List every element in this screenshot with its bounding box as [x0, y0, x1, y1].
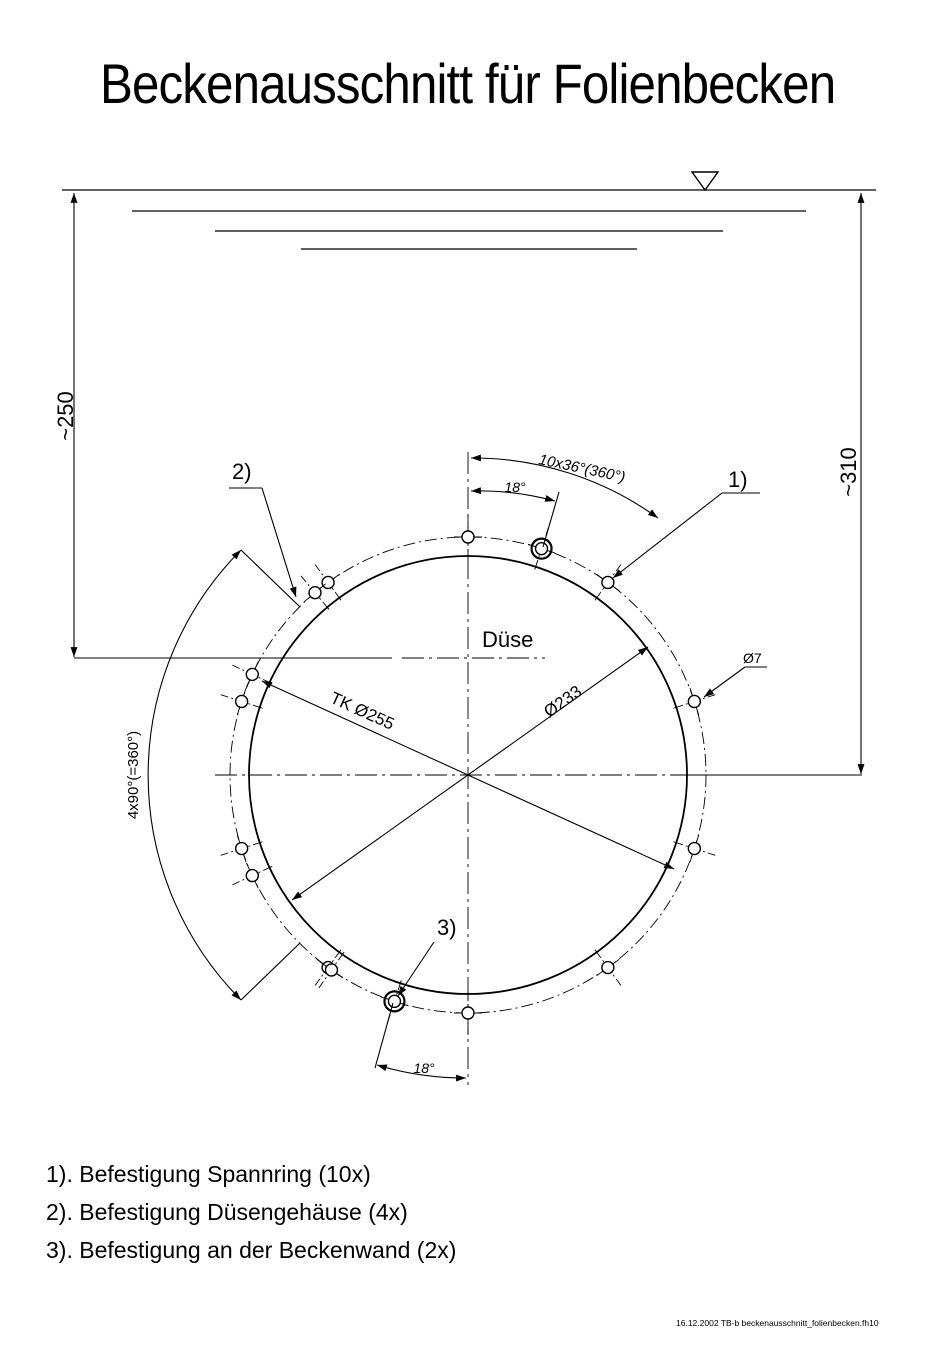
legend-item-1: 1). Befestigung Spannring (10x)	[46, 1155, 456, 1193]
spannring-hole-3	[673, 688, 715, 715]
callout-2-label: 2)	[232, 459, 252, 484]
spannring-hole-4	[673, 835, 715, 862]
water-surface	[62, 190, 876, 249]
legend: 1). Befestigung Spannring (10x) 2). Befe…	[46, 1155, 456, 1269]
callout-1-label: 1)	[728, 467, 748, 492]
dimension-250	[74, 193, 392, 658]
hole-diameter-label: Ø7	[743, 650, 762, 666]
center-lines	[215, 452, 720, 1085]
spannring-hole-2	[595, 565, 621, 601]
spannring-hole-6	[454, 991, 482, 1035]
hole-diameter-leader	[704, 667, 767, 697]
spannring-hole-1	[454, 515, 482, 559]
legend-item-2: 2). Befestigung Düsengehäuse (4x)	[46, 1193, 456, 1231]
beckenwand-hole-1	[528, 528, 555, 570]
dimension-250-label: ~250	[53, 391, 78, 441]
callout-2-leader	[229, 488, 296, 597]
dimension-310	[680, 193, 862, 775]
footer-metadata: 16.12.2002 TB-b beckenausschnitt_folienb…	[676, 1318, 879, 1328]
callout-3-label: 3)	[437, 915, 457, 940]
callout-1-leader	[613, 493, 760, 578]
legend-item-3: 3). Befestigung an der Beckenwand (2x)	[46, 1231, 456, 1269]
cutout-diameter-label: Ø233	[540, 682, 585, 722]
angle-4x90-label: 4x90°(=360°)	[125, 731, 142, 819]
dimension-310-label: ~310	[836, 447, 861, 497]
angle-18-top-label: 18°	[504, 479, 526, 495]
water-level-symbol	[692, 172, 718, 190]
angle-18-top-dimension	[471, 491, 559, 547]
angle-18-bottom-label: 18°	[413, 1060, 435, 1076]
spannring-hole-9	[221, 688, 263, 715]
spannring-hole-8	[221, 835, 263, 862]
nozzle-label: Düse	[482, 627, 533, 652]
angle-10x36-label: 10x36°(360°)	[537, 451, 627, 486]
duesengehaeuse-hole-2	[232, 863, 272, 888]
spannring-hole-5	[595, 950, 621, 986]
